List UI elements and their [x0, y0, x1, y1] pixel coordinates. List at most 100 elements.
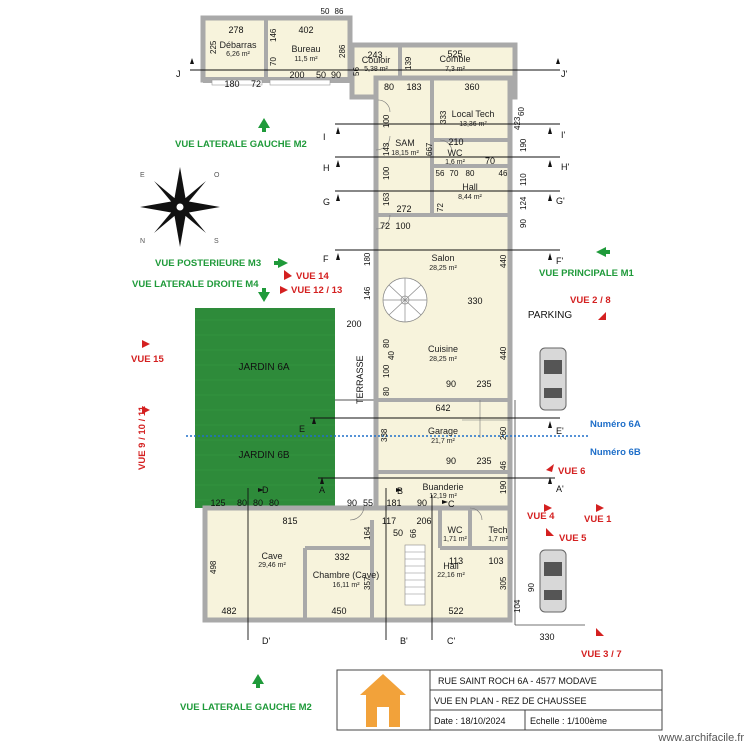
- dimension: 46: [499, 461, 508, 470]
- arrow-icon: [596, 628, 604, 636]
- zone-label: JARDIN 6A: [238, 362, 289, 373]
- dimension: 124: [519, 196, 528, 210]
- dimension: 450: [331, 606, 346, 616]
- dimension: 90: [417, 498, 427, 508]
- room-area: 12,19 m²: [429, 493, 457, 500]
- dimension: 440: [499, 346, 508, 360]
- dimension: 90: [519, 219, 528, 228]
- room-area: 5,38 m²: [364, 66, 388, 73]
- dimension: 330: [539, 632, 554, 642]
- dimension: 206: [416, 516, 431, 526]
- dimension: 80: [466, 169, 475, 178]
- dimension: 46: [499, 169, 508, 178]
- section-lines: [190, 69, 560, 640]
- room-area: 28,25 m²: [429, 356, 457, 363]
- view-label: VUE 6: [558, 466, 585, 477]
- dimension: 402: [298, 25, 313, 35]
- dimension: 210: [448, 137, 463, 147]
- view-arrows-green: [252, 118, 610, 688]
- room-name: Hall: [462, 182, 478, 192]
- room-area: 16,11 m²: [332, 582, 360, 589]
- dimension: 525: [447, 49, 462, 59]
- section-label: J: [176, 69, 181, 79]
- dimension: 360: [464, 82, 479, 92]
- section-label: A: [319, 485, 325, 495]
- section-label: G: [323, 197, 330, 207]
- dimension: 50: [393, 528, 403, 538]
- dimension: 163: [382, 192, 391, 206]
- parking-outline: [514, 400, 585, 626]
- room-area: 1,6 m²: [445, 159, 466, 166]
- dimension: 181: [386, 498, 401, 508]
- wall-annex: [200, 15, 353, 86]
- dimension: 183: [406, 82, 421, 92]
- room-name: Couloir: [362, 55, 391, 65]
- dimension: 70: [485, 156, 495, 166]
- dimension: 200: [346, 319, 361, 329]
- room-name: Bureau: [291, 44, 320, 54]
- dimension: 146: [363, 286, 372, 300]
- dimension: 143: [382, 142, 391, 156]
- room-area: 28,25 m²: [429, 265, 457, 272]
- dimension: 113: [449, 556, 463, 566]
- car-top: [539, 347, 567, 411]
- section-label: B': [400, 636, 408, 646]
- dimension: 100: [382, 166, 391, 180]
- dimension: 90: [347, 498, 357, 508]
- arrow-icon: [596, 504, 604, 512]
- address: RUE SAINT ROCH 6A - 4577 MODAVE: [438, 676, 597, 686]
- view-label: VUE 14: [296, 271, 329, 282]
- dimension: 66: [409, 529, 418, 538]
- room-name: Buanderie: [422, 482, 463, 492]
- arrow-icon: [284, 270, 292, 280]
- section-label: H': [561, 162, 569, 172]
- compass-rose-icon: E O N S: [140, 167, 220, 247]
- view-label: VUE PRINCIPALE M1: [539, 268, 635, 279]
- dimension: 332: [334, 552, 349, 562]
- arrow-up-icon: [258, 118, 270, 132]
- house-logo-icon: [360, 674, 406, 727]
- watermark: www.archifacile.fr: [657, 732, 744, 744]
- view-label: VUE 2 / 8: [570, 295, 611, 306]
- section-label: C: [448, 499, 455, 509]
- room-name: Tech: [488, 525, 507, 535]
- section-label: A': [556, 484, 564, 494]
- dimension: 90: [527, 583, 536, 592]
- section-label: D: [262, 485, 269, 495]
- room-area: 7,3 m²: [445, 66, 466, 73]
- wall-basement: [202, 505, 513, 623]
- plan-date: Date : 18/10/2024: [434, 716, 506, 726]
- dimension: 100: [395, 221, 410, 231]
- dimension: 70: [269, 57, 278, 66]
- view-label: VUE LATERALE GAUCHE M2: [175, 139, 307, 150]
- room-area: 8,44 m²: [458, 194, 482, 201]
- stairs: [404, 544, 426, 606]
- dimension: 80: [382, 387, 391, 396]
- section-label: E': [556, 426, 564, 436]
- dimension: 80: [253, 498, 263, 508]
- dimension: 272: [396, 204, 411, 214]
- plan-scale: Echelle : 1/100ème: [530, 716, 607, 726]
- dimension: 80: [237, 498, 247, 508]
- dimension: 72: [436, 203, 445, 212]
- section-arrows: [190, 58, 560, 504]
- dimension: 498: [209, 560, 218, 574]
- dimension: 164: [363, 526, 372, 540]
- view-label: VUE 3 / 7: [581, 649, 622, 660]
- view-label: VUE LATERALE DROITE M4: [132, 279, 259, 290]
- view-arrows-red: [142, 270, 606, 636]
- dimension: 90: [446, 456, 456, 466]
- arrow-down-icon: [258, 288, 270, 302]
- section-label: C': [447, 636, 455, 646]
- dimension: 70: [450, 169, 459, 178]
- spiral-staircase: [382, 277, 428, 323]
- dimension: 305: [499, 576, 508, 590]
- dimension: 80: [382, 339, 391, 348]
- section-label: F': [556, 256, 563, 266]
- dimension: 72: [251, 79, 261, 89]
- room-name: Comble: [439, 54, 470, 64]
- arrow-icon: [280, 286, 288, 294]
- title-block: [336, 669, 663, 731]
- room-area: 18,15 m²: [391, 150, 419, 157]
- dimension: 243: [367, 50, 382, 60]
